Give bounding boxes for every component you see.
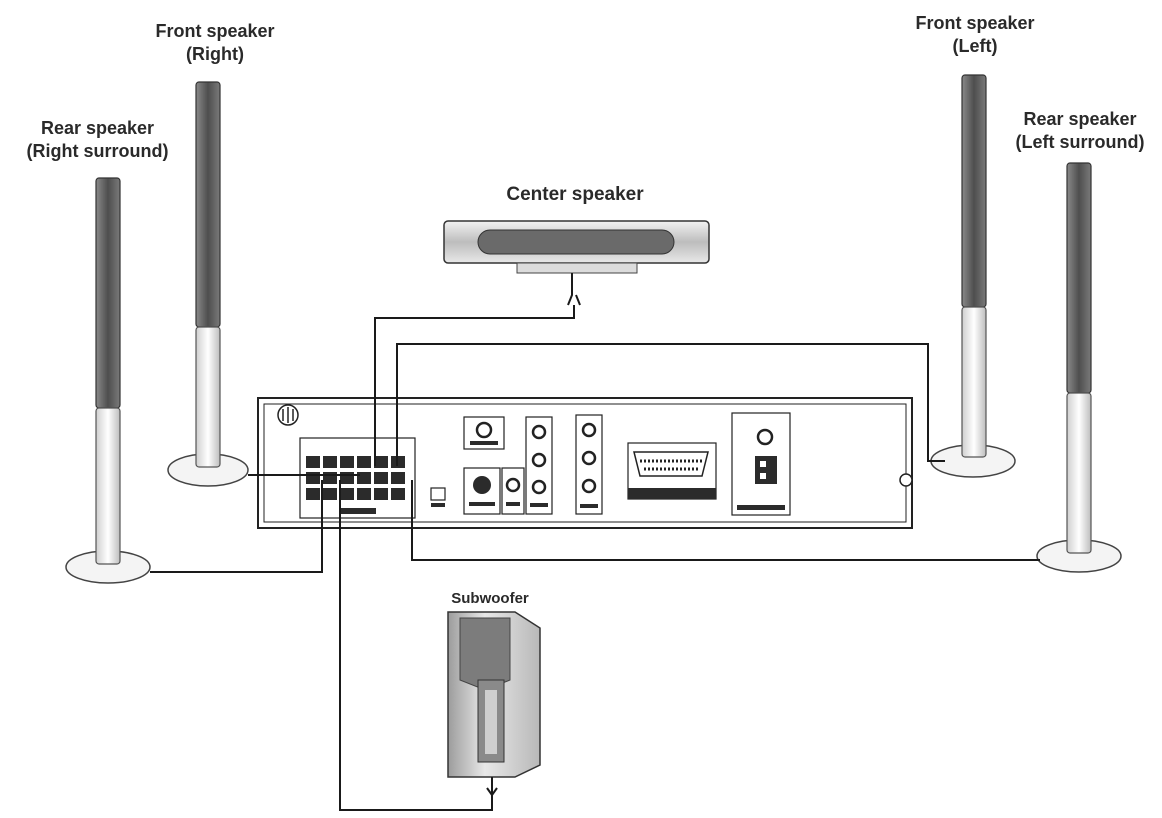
receiver-back-panel (257, 397, 913, 529)
rear-left-label: Rear speaker (Left surround) (1015, 109, 1145, 152)
subwoofer-label: Subwoofer (451, 590, 529, 607)
front-right-label: Front speaker (Right) (155, 21, 275, 64)
subwoofer-cable (339, 480, 498, 811)
rear-right-cable (150, 480, 323, 573)
front-left-cable (396, 343, 945, 466)
center-cable (374, 273, 581, 466)
rear-right-label: Rear speaker (Right surround) (26, 118, 169, 161)
subwoofer (447, 611, 541, 778)
front-left-label: Front speaker (Left) (915, 13, 1035, 56)
center-speaker-label: Center speaker (506, 184, 644, 205)
rear-right-speaker (65, 177, 151, 584)
front-left-speaker (930, 74, 1016, 478)
center-speaker (443, 220, 710, 274)
speaker-cables (150, 273, 1040, 811)
rear-left-cable (411, 480, 1040, 561)
rear-left-speaker (1036, 162, 1122, 573)
front-right-speaker (167, 81, 249, 487)
